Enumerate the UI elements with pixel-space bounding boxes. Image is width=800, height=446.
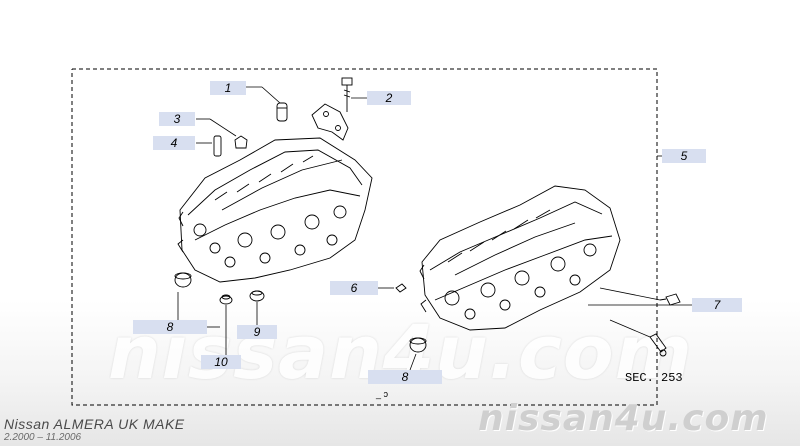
part-sensor-7: [649, 293, 681, 357]
part-bolt-2: [341, 77, 353, 112]
assembly-frame: [71, 68, 658, 406]
callout-4[interactable]: 4: [153, 136, 195, 150]
callout-1[interactable]: 1: [210, 81, 246, 95]
bottom-mark: _ ͻ: [376, 389, 389, 399]
part-plug-8-right: [409, 337, 427, 353]
part-valve-3: [234, 135, 248, 149]
callout-10[interactable]: 10: [201, 355, 241, 369]
callout-8-right[interactable]: 8: [368, 370, 442, 384]
callout-8-left[interactable]: 8: [133, 320, 207, 334]
section-reference[interactable]: SEC. 253: [625, 371, 683, 385]
watermark-corner: nissan4u.com: [478, 398, 769, 439]
callout-6[interactable]: 6: [330, 281, 378, 295]
part-sleeve-1: [276, 102, 288, 122]
part-fitting-6: [395, 283, 407, 293]
leader-lines: [177, 86, 692, 371]
callout-7[interactable]: 7: [692, 298, 742, 312]
vehicle-title: Nissan ALMERA UK MAKE: [4, 416, 185, 432]
part-guide-4: [213, 135, 222, 157]
cylinder-head-right: [419, 185, 621, 331]
callout-5[interactable]: 5: [662, 149, 706, 163]
part-cap-10: [219, 294, 233, 305]
callout-2[interactable]: 2: [367, 91, 411, 105]
callout-3[interactable]: 3: [159, 112, 195, 126]
cylinder-head-left: [177, 137, 373, 283]
callout-9[interactable]: 9: [237, 325, 277, 339]
production-date-range: 2.2000 – 11.2006: [4, 432, 82, 443]
part-bracket-2: [311, 103, 349, 141]
part-cap-9: [249, 290, 265, 302]
part-plug-8-left: [174, 272, 192, 288]
